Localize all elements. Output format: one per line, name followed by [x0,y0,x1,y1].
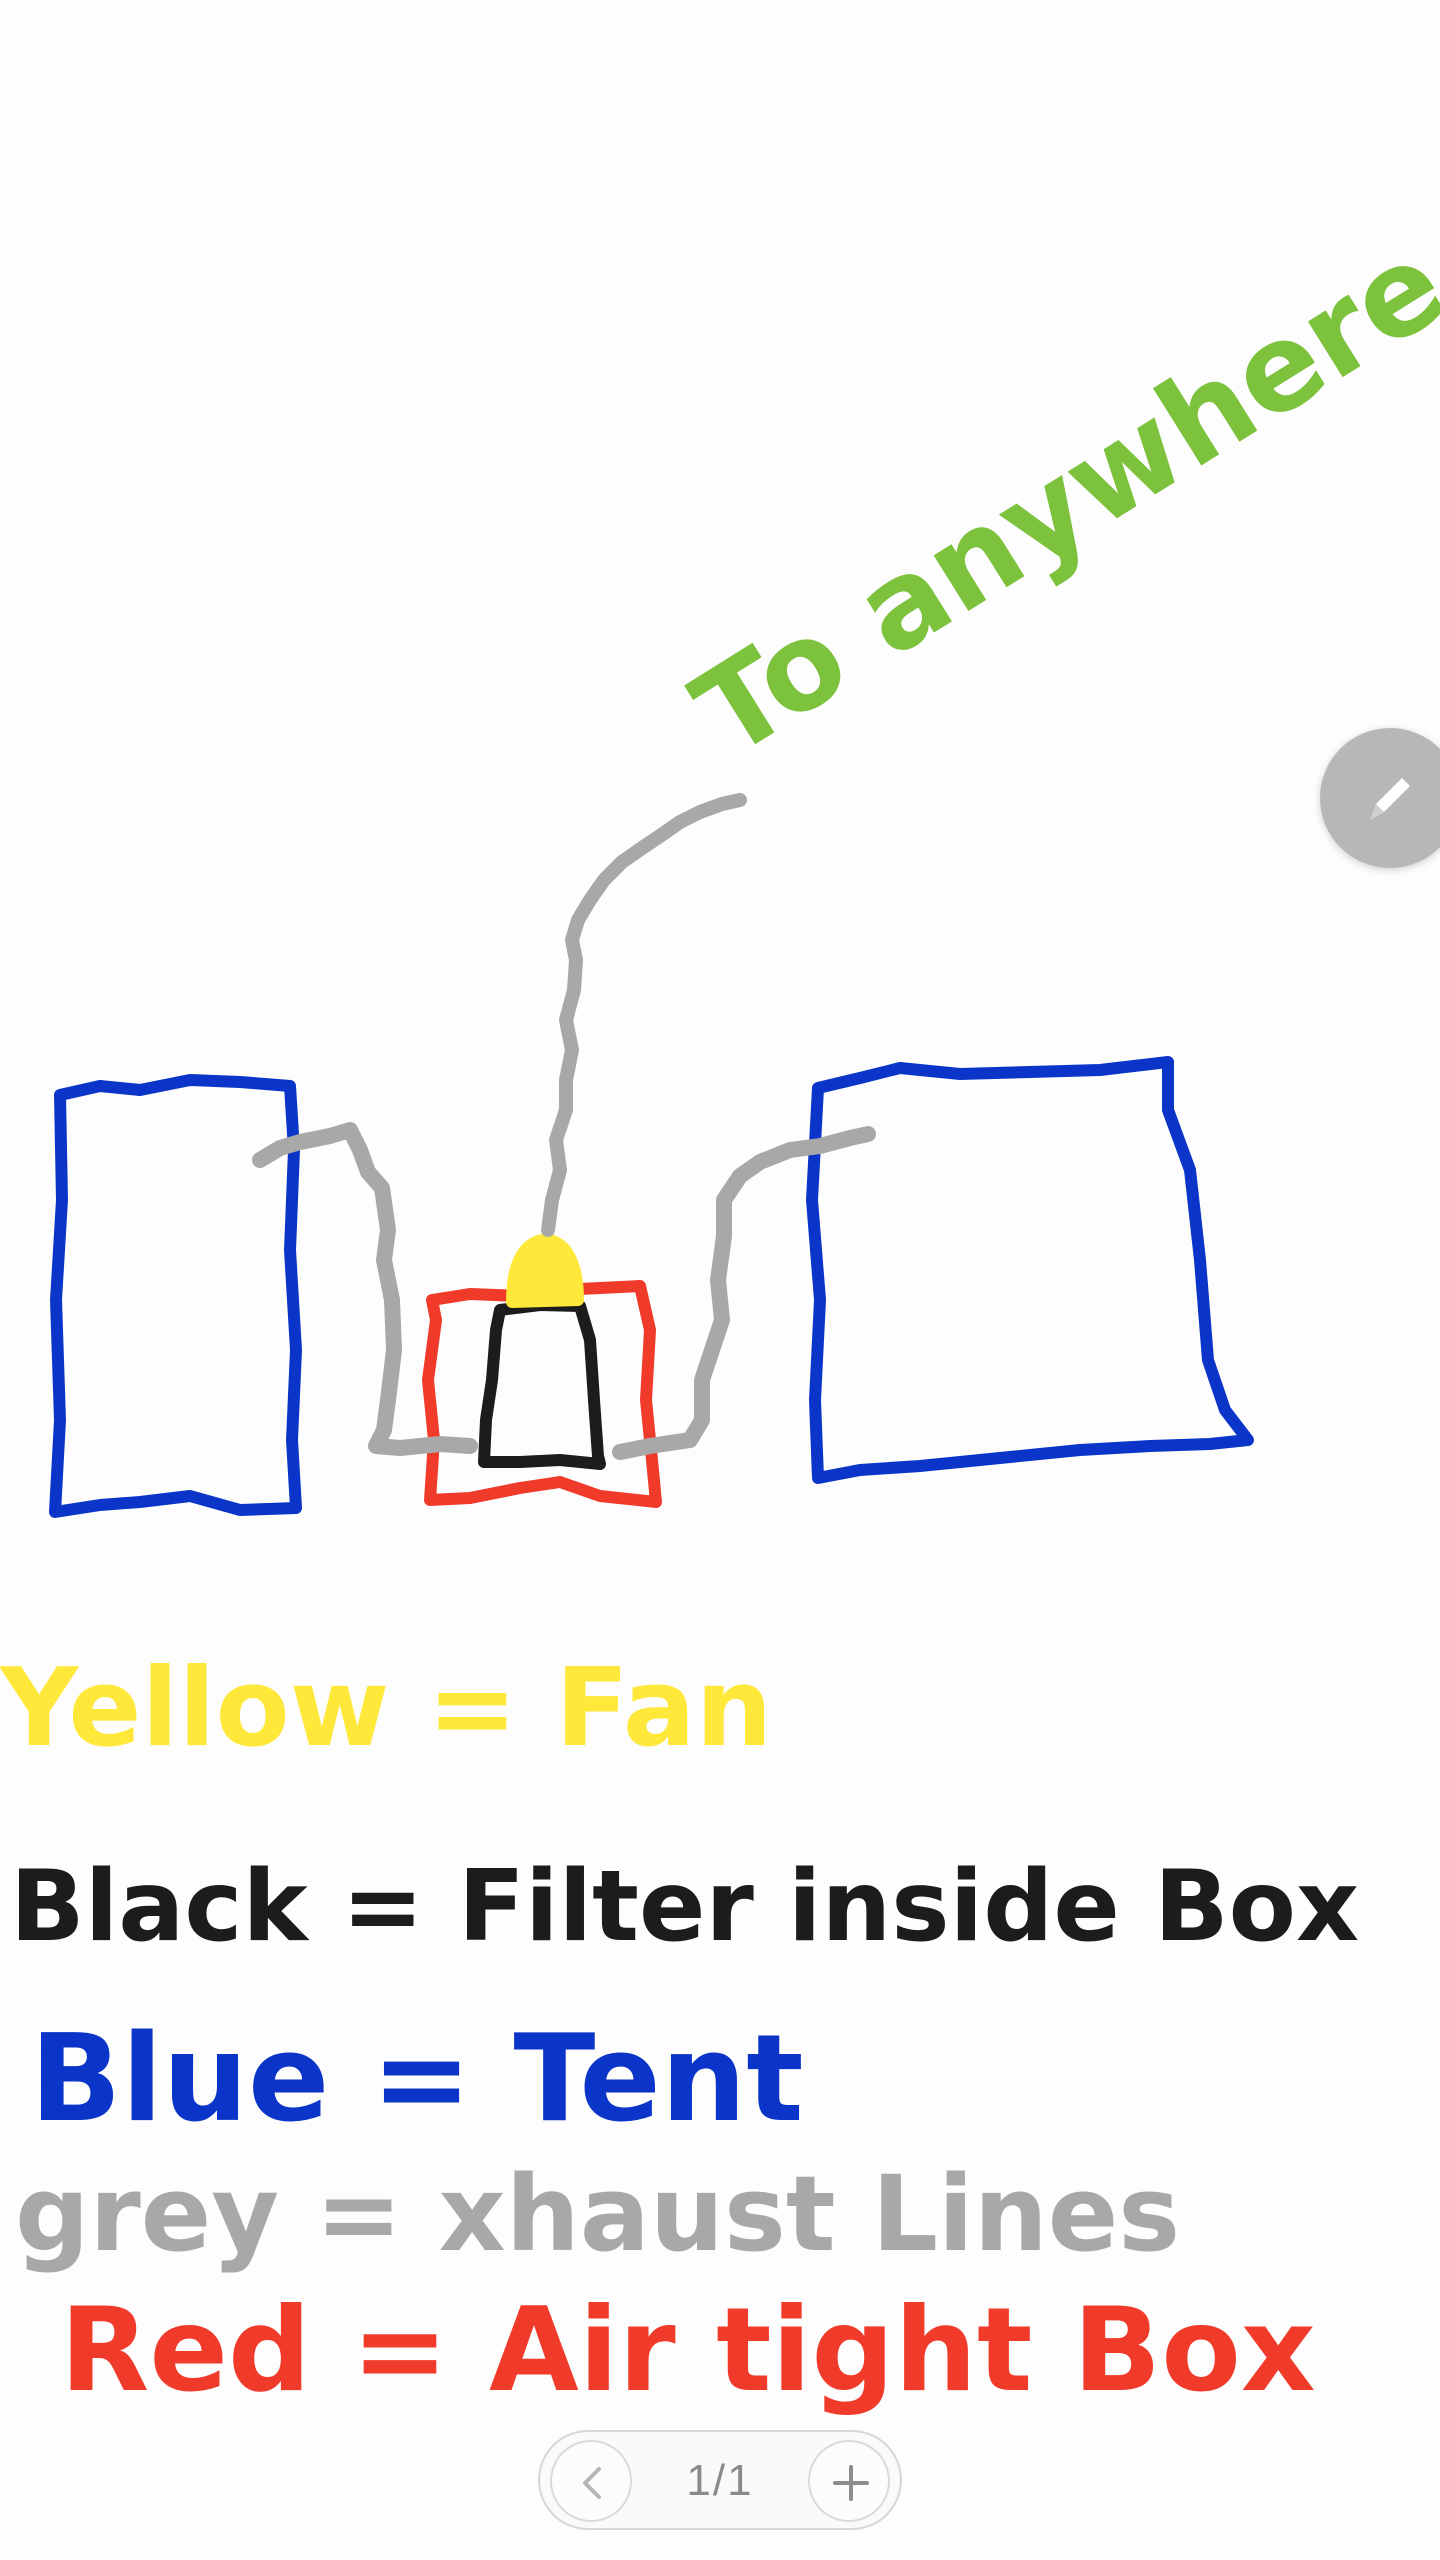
add-page-button[interactable] [808,2440,890,2522]
legend-red: Red = Air tight Box [60,2283,1316,2418]
page-indicator: 1/1 [686,2456,754,2505]
exhaust-line-up [541,793,747,1237]
chevron-left-icon [583,2467,601,2499]
annotation-destination: To anywhere [672,215,1440,785]
pen-tool-button[interactable] [1320,728,1440,868]
plus-icon [833,2465,869,2501]
exhaust-line-left [252,1122,478,1456]
filter-box [478,1299,606,1470]
fan [506,1233,584,1308]
legend-blue: Blue = Tent [30,2010,804,2149]
page-navigation: 1/1 [538,2430,902,2530]
pen-icon [1370,778,1410,820]
exhaust-line-right [612,1126,876,1460]
legend-grey: grey = xhaust Lines [15,2153,1180,2275]
legend-black: Black = Filter inside Box [10,1850,1359,1964]
svg-text:To anywhere: To anywhere [672,215,1440,785]
airtight-box [422,1280,662,1508]
tent-left [49,1074,302,1518]
previous-page-button[interactable] [550,2440,632,2522]
tent-right [806,1056,1254,1484]
legend-yellow: Yellow = Fan [0,1646,772,1771]
